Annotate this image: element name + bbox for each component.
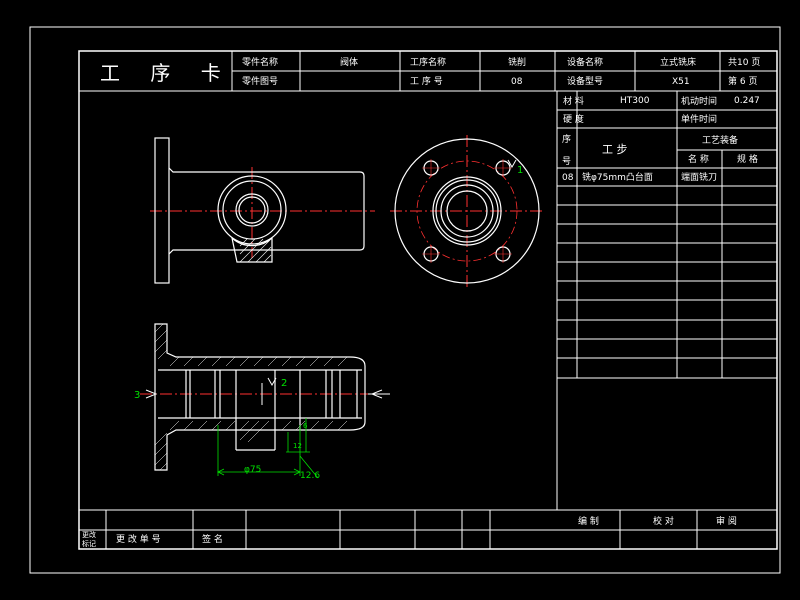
title-texts: 工 序 卡 零件名称 阀体 零件图号 工序名称 铣削 工 序 号 08 设备名称…	[100, 56, 760, 87]
front-view	[150, 137, 375, 284]
equipment-name: 立式铣床	[660, 56, 696, 68]
page-no: 第 6 页	[728, 75, 757, 87]
equipment-model-label: 设备型号	[567, 75, 603, 87]
dim-small-2: 6	[303, 422, 308, 430]
process-name-label: 工序名称	[410, 56, 446, 68]
material: HT300	[620, 96, 650, 106]
hardness-label: 硬 度	[563, 113, 584, 125]
row-step: 铣φ75mm凸台面	[582, 171, 653, 183]
row-tool-name: 端面铣刀	[681, 171, 717, 183]
change-label-2: 标记	[82, 539, 96, 548]
part-name: 阀体	[340, 56, 358, 68]
card-title: 工 序 卡	[100, 61, 233, 85]
spec-header: 规 格	[737, 153, 758, 165]
datum-label-left: 3	[134, 390, 140, 401]
section-view	[140, 323, 390, 471]
equipment-name-label: 设备名称	[567, 56, 603, 68]
dim-diameter: φ75	[244, 465, 261, 475]
machine-time-label: 机动时间	[681, 95, 717, 107]
process-no: 08	[511, 77, 523, 87]
part-name-label: 零件名称	[242, 56, 278, 68]
name-header: 名 称	[688, 153, 709, 165]
footer-grid	[79, 509, 777, 549]
step-label: 工 步	[602, 143, 628, 156]
dim-depth: 12.6	[300, 471, 320, 481]
process-no-label: 工 序 号	[410, 75, 443, 87]
dim-small-1: 12	[293, 442, 302, 450]
change-doc-label: 更 改 单 号	[116, 533, 161, 545]
approved-label: 审 阅	[716, 515, 737, 527]
end-view	[390, 135, 545, 287]
equipment-model: X51	[672, 77, 690, 87]
equipment-header: 工艺装备	[702, 134, 738, 146]
unit-time-label: 单件时间	[681, 113, 717, 125]
material-label: 材 料	[563, 95, 584, 107]
title-block-grid	[79, 51, 777, 92]
datum-label-mid: 2	[281, 378, 287, 389]
outer-border	[29, 26, 781, 574]
info-table-grid	[556, 91, 777, 510]
process-name: 铣削	[508, 56, 526, 68]
sign-label: 签 名	[202, 533, 223, 545]
total-pages: 共10 页	[728, 57, 760, 68]
machine-time: 0.247	[734, 96, 760, 106]
checked-label: 校 对	[653, 515, 674, 527]
seq-label-top: 序	[562, 133, 571, 145]
info-texts: 材 料 HT300 机动时间 0.247 硬 度 单件时间 序 号 工 步 工艺…	[562, 95, 760, 183]
change-label: 更改	[82, 530, 96, 539]
part-no-label: 零件图号	[242, 75, 278, 87]
seq-label-bottom: 号	[562, 156, 571, 167]
drafted-label: 编 制	[578, 515, 599, 527]
row-seq: 08	[562, 173, 574, 183]
dimension-texts: φ75 12.6 12 6 3 2 1	[134, 165, 523, 481]
dimension-lines	[217, 418, 319, 479]
footer-texts: 更改 标记 更 改 单 号 签 名 编 制 校 对 审 阅	[82, 515, 737, 548]
datum-label-top: 1	[517, 165, 523, 176]
